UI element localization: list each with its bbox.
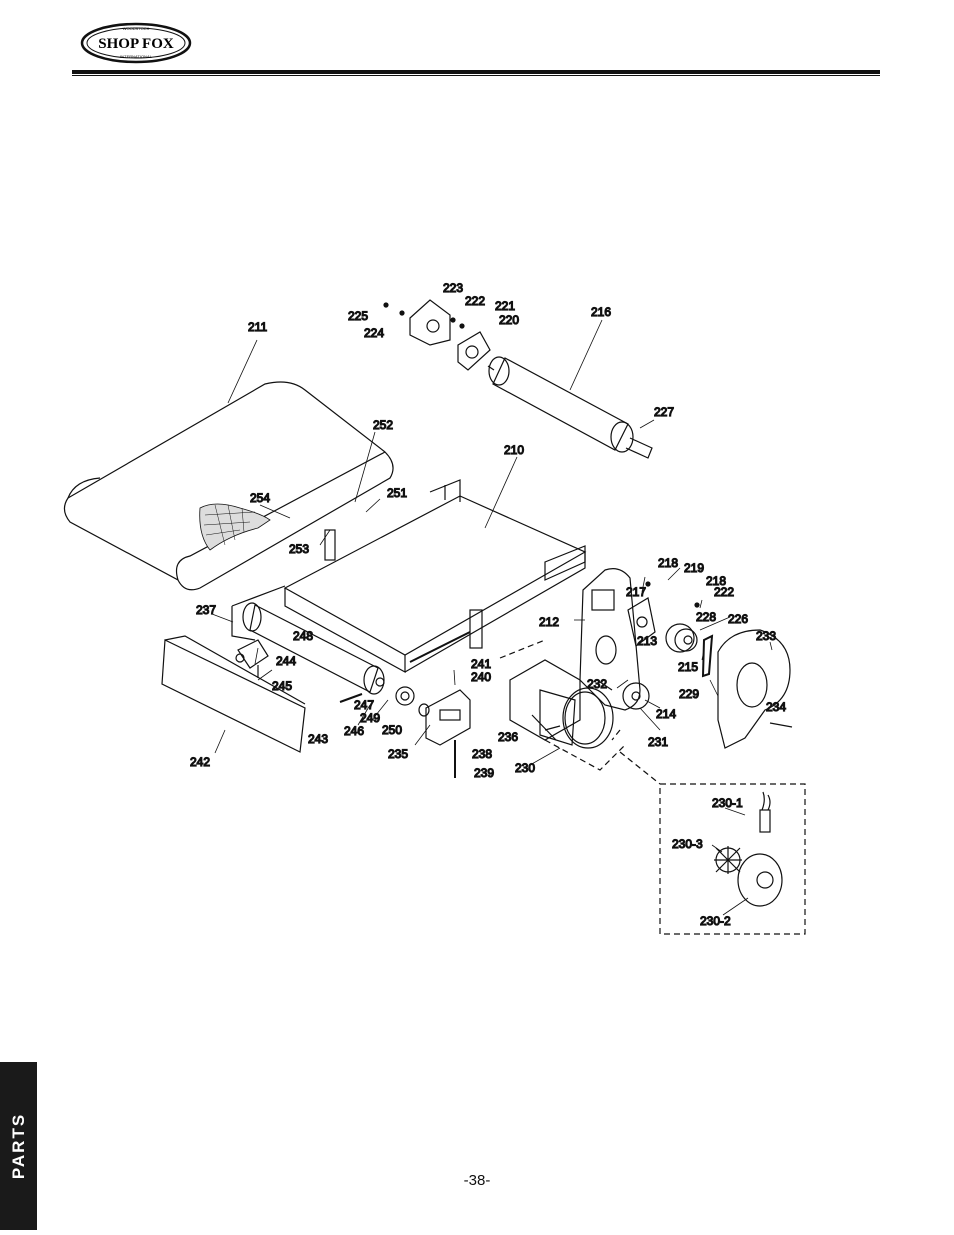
callout-236: 236 <box>498 730 518 744</box>
chain-guard <box>717 629 793 749</box>
upper-drum-roller <box>487 356 653 459</box>
callout-230-1: 230-1 <box>712 796 743 810</box>
drive-motor <box>509 659 614 749</box>
header-rule-thin <box>72 75 880 76</box>
side-tab-label: PARTS <box>8 1112 28 1180</box>
callout-252: 252 <box>373 418 393 432</box>
bearing-block <box>383 299 491 371</box>
front-panel <box>161 635 306 753</box>
callout-230-2: 230-2 <box>700 914 731 928</box>
callout-216: 216 <box>591 305 611 319</box>
callout-228: 228 <box>696 610 716 624</box>
upper-sprocket <box>627 581 700 653</box>
callout-213: 213 <box>637 634 657 648</box>
callout-243: 243 <box>308 732 328 746</box>
callout-230-3: 230-3 <box>672 837 703 851</box>
callout-251: 251 <box>387 486 407 500</box>
shop-fox-logo: WOODSTOCK SHOP FOX INTERNATIONAL <box>80 22 192 64</box>
page-number: -38- <box>463 1172 491 1189</box>
callout-214: 214 <box>656 707 676 721</box>
callout-233: 233 <box>756 629 776 643</box>
logo-tagline-bottom: INTERNATIONAL <box>120 54 152 59</box>
motor-sprocket <box>622 682 650 710</box>
callout-231: 231 <box>648 735 668 749</box>
callout-225: 225 <box>348 309 368 323</box>
callout-235: 235 <box>388 747 408 761</box>
lower-drum-roller <box>242 602 385 695</box>
callout-238: 238 <box>472 747 492 761</box>
callout-230: 230 <box>515 761 535 775</box>
callout-221: 221 <box>495 299 515 313</box>
callout-239: 239 <box>474 766 494 780</box>
callout-224: 224 <box>364 326 384 340</box>
callout-234: 234 <box>766 700 786 714</box>
callout-220: 220 <box>499 313 519 327</box>
callout-249: 249 <box>360 711 380 725</box>
callout-246: 246 <box>344 724 364 738</box>
inset-fan-parts <box>714 791 783 907</box>
callout-242: 242 <box>190 755 210 769</box>
callout-247: 247 <box>354 698 374 712</box>
callout-212: 212 <box>539 615 559 629</box>
leader-lines <box>211 319 773 916</box>
callout-254: 254 <box>250 491 270 505</box>
callout-229: 229 <box>679 687 699 701</box>
section-side-tab: PARTS <box>0 1062 37 1230</box>
callout-226: 226 <box>728 612 748 626</box>
small-bracket <box>235 639 269 678</box>
motor-bracket <box>425 689 471 746</box>
callout-232: 232 <box>587 677 607 691</box>
callout-250: 250 <box>382 723 402 737</box>
callout-217: 217 <box>626 585 646 599</box>
callout-227: 227 <box>654 405 674 419</box>
callout-222-second: 222 <box>714 585 734 599</box>
callout-244: 244 <box>276 654 296 668</box>
callout-211: 211 <box>248 320 267 334</box>
callout-218: 218 <box>658 556 678 570</box>
callout-222: 222 <box>465 294 485 308</box>
drive-chain <box>701 634 714 678</box>
logo-text: SHOP FOX <box>98 36 174 52</box>
callout-253: 253 <box>289 542 309 556</box>
header-rule <box>72 70 880 74</box>
callout-215: 215 <box>678 660 698 674</box>
logo-tagline-top: WOODSTOCK <box>123 26 150 31</box>
callout-248: 248 <box>293 629 313 643</box>
callout-240: 240 <box>471 670 491 684</box>
callout-219: 219 <box>684 561 704 575</box>
callout-210: 210 <box>504 443 524 457</box>
sanding-belt <box>63 381 394 591</box>
conveyor-frame <box>231 479 587 674</box>
side-plate <box>579 568 641 711</box>
spacer-washer <box>395 686 415 706</box>
callout-241: 241 <box>471 657 491 671</box>
callout-237: 237 <box>196 603 216 617</box>
inset-detail-box <box>659 783 806 935</box>
callout-223: 223 <box>443 281 463 295</box>
callout-218-second: 218 <box>706 574 726 588</box>
callout-245: 245 <box>272 679 292 693</box>
